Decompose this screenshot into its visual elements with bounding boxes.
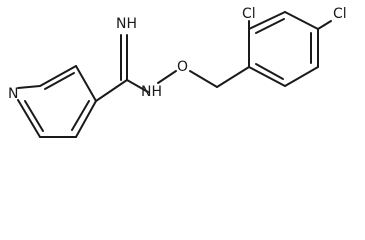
bond (216, 66, 250, 88)
chemical-structure: NH NH O N Cl Cl (8, 6, 347, 138)
atom-label-oxygen: O (177, 59, 188, 75)
atom-label-chloro-para: Cl (333, 6, 347, 22)
bond (17, 85, 41, 89)
double-bond-inner (71, 100, 90, 131)
atom-label-amine: NH (141, 84, 162, 100)
amidine-group (95, 34, 149, 102)
bond (75, 100, 97, 138)
oxy-linker (157, 66, 250, 88)
bond (75, 65, 97, 102)
double-bond-inner (44, 72, 75, 90)
double-bond-inner (24, 100, 44, 132)
bond (284, 11, 319, 30)
atom-label-imine: NH (116, 16, 137, 32)
bond (248, 66, 286, 87)
atom-label-pyridine-n: N (8, 86, 18, 102)
atom-labels: NH NH O N Cl Cl (8, 6, 347, 102)
bond (126, 79, 149, 93)
bond (17, 99, 41, 138)
bond (39, 65, 77, 87)
double-bond-inner (255, 63, 284, 80)
bond (284, 66, 319, 87)
bond (248, 11, 286, 30)
dichlorophenyl-ring (248, 11, 332, 87)
pyridine-ring (17, 65, 97, 138)
bond (317, 20, 332, 30)
bond (157, 70, 177, 84)
double-bond-inner (255, 18, 285, 34)
atom-label-chloro-ortho: Cl (242, 6, 256, 22)
bond (189, 70, 218, 88)
bond (95, 79, 128, 102)
